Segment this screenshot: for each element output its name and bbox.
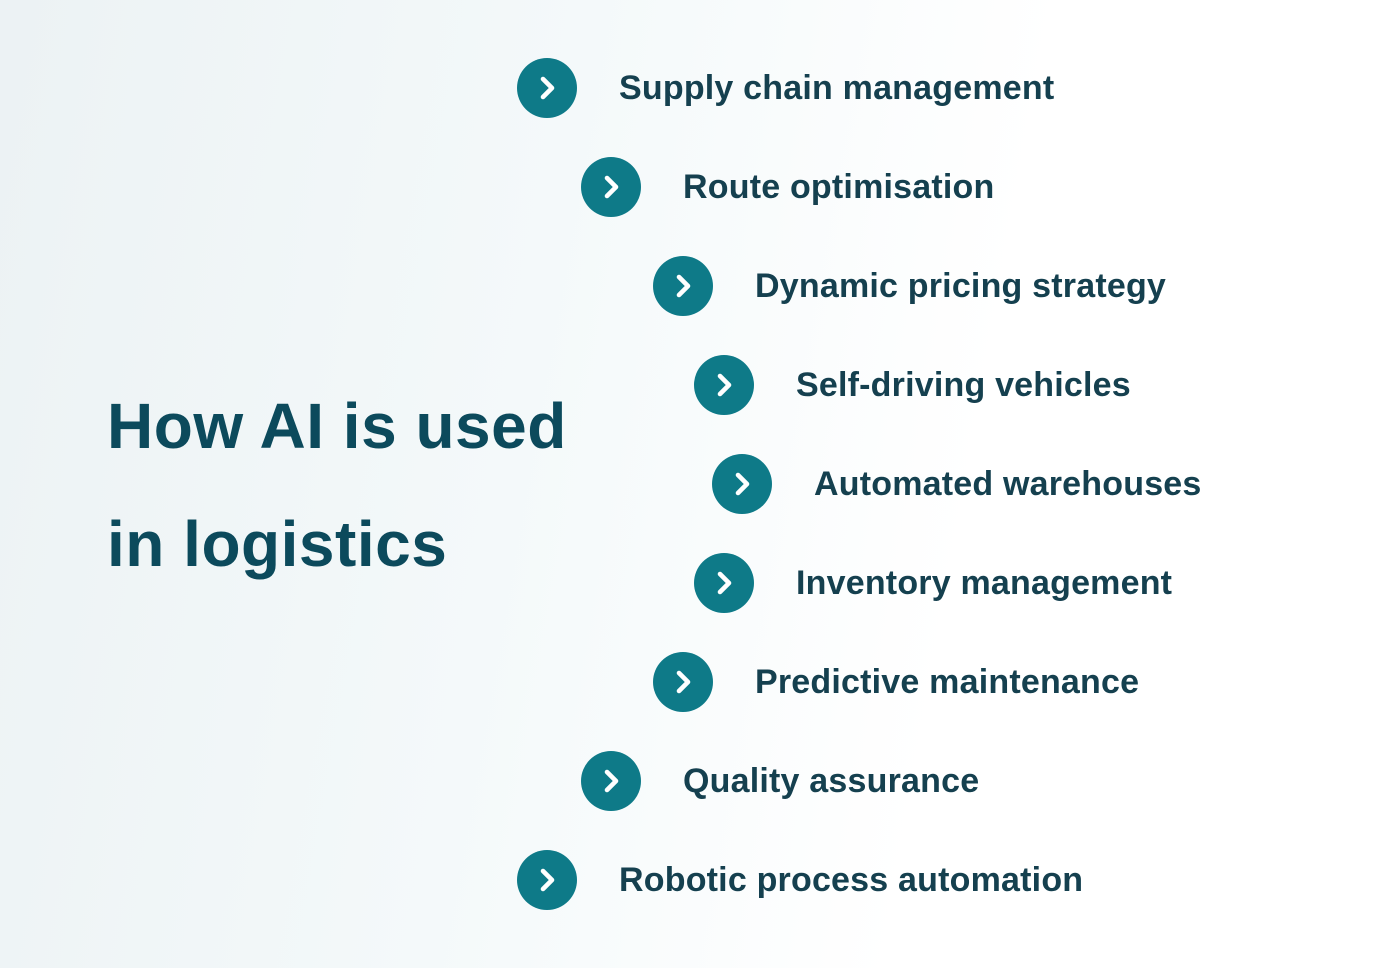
chevron-right-icon [712,454,772,514]
list-item: Inventory management [694,553,1172,613]
list-item: Route optimisation [581,157,994,217]
list-item-label: Inventory management [796,563,1173,602]
chevron-right-icon [694,553,754,613]
list-item-label: Dynamic pricing strategy [755,266,1167,305]
list-item: Predictive maintenance [653,652,1139,712]
list-item-label: Self-driving vehicles [796,365,1131,404]
chevron-right-icon [653,256,713,316]
list-item-label: Automated warehouses [814,464,1202,503]
list-item-label: Predictive maintenance [755,662,1140,701]
list-item-label: Robotic process automation [619,860,1084,899]
list-item-label: Supply chain management [619,68,1055,107]
page-title-line-1: How AI is used [107,390,567,462]
page-title: How AI is used in logistics [107,367,567,603]
list-item-label: Route optimisation [683,167,995,206]
list-item: Dynamic pricing strategy [653,256,1166,316]
chevron-right-icon [517,58,577,118]
list-item: Automated warehouses [712,454,1202,514]
chevron-right-icon [694,355,754,415]
chevron-right-icon [517,850,577,910]
chevron-right-icon [653,652,713,712]
page-title-line-2: in logistics [107,508,448,580]
chevron-right-icon [581,751,641,811]
list-item: Robotic process automation [517,850,1083,910]
list-item: Quality assurance [581,751,979,811]
chevron-right-icon [581,157,641,217]
list-item: Supply chain management [517,58,1054,118]
list-item-label: Quality assurance [683,761,980,800]
list-item: Self-driving vehicles [694,355,1131,415]
